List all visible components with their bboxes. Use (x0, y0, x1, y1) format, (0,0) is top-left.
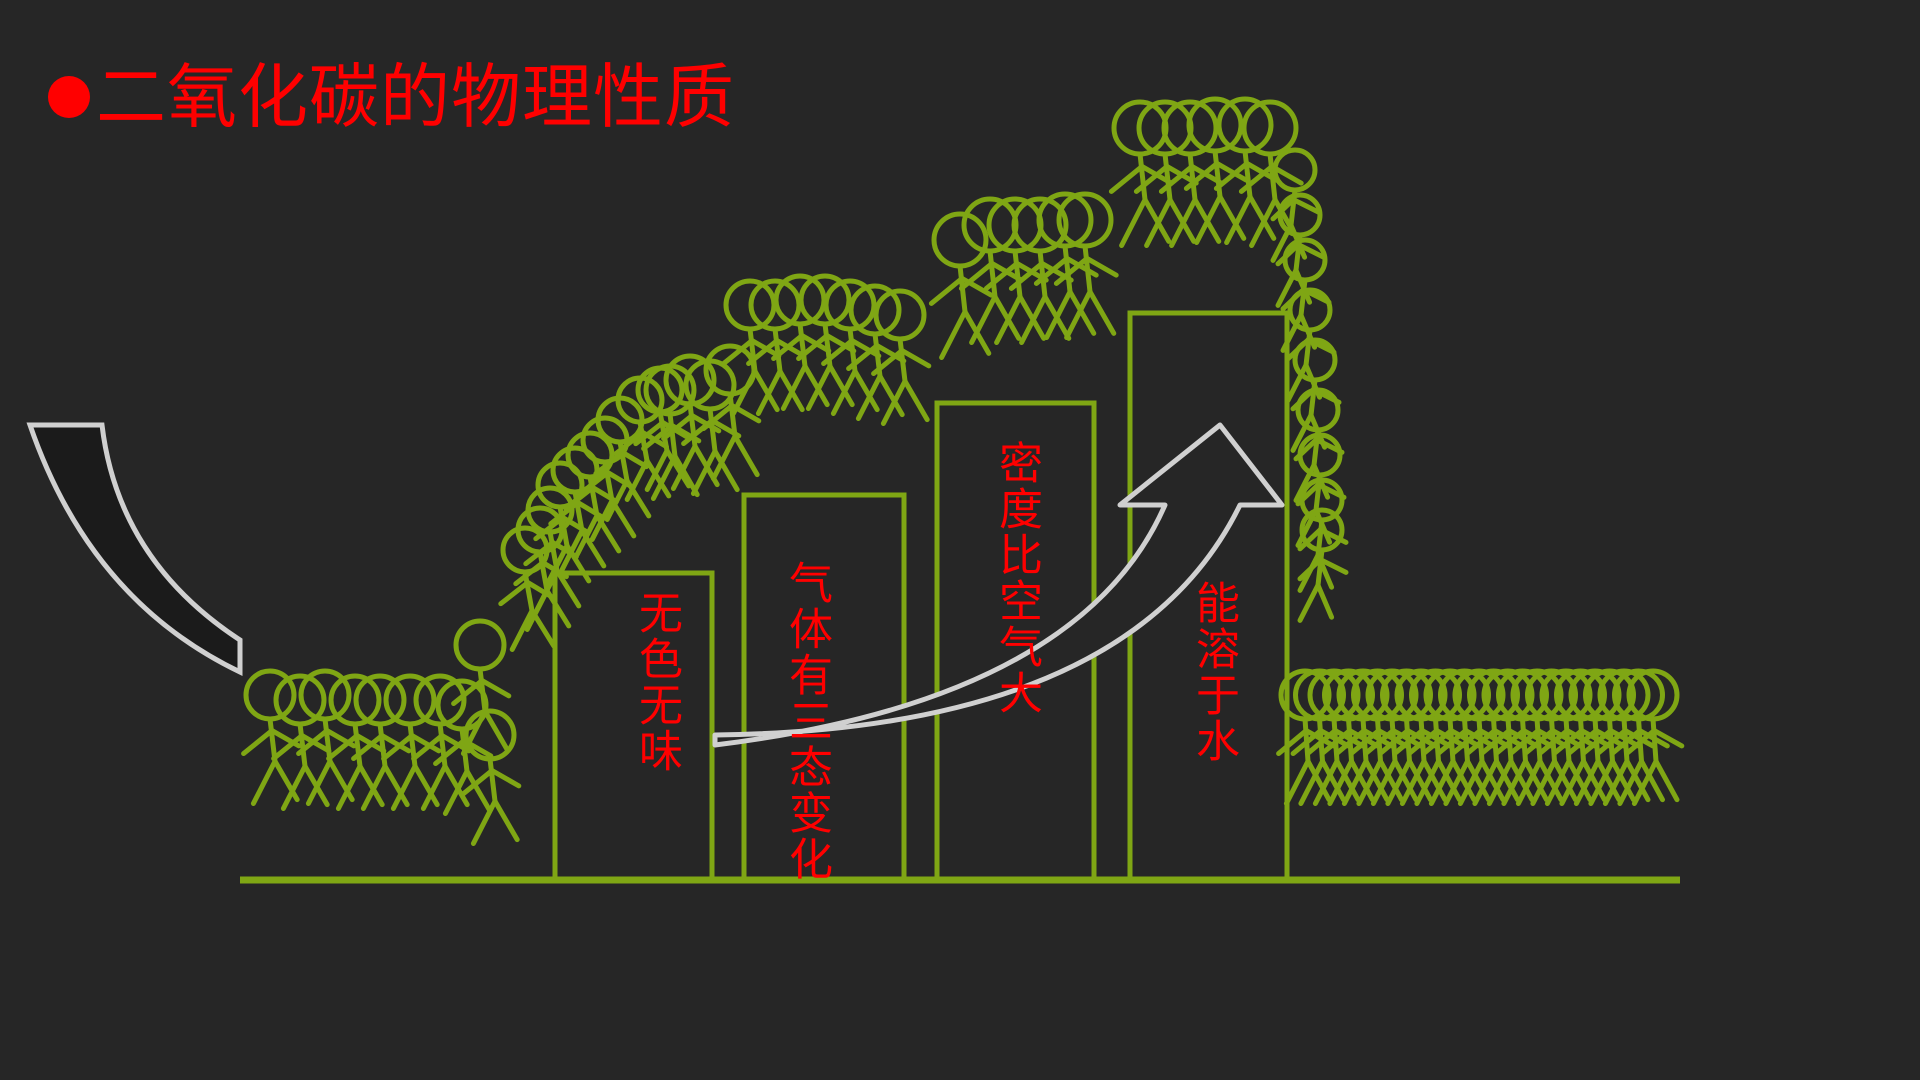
property-label-2: 气体有三态变化 (781, 560, 832, 882)
column-1 (552, 570, 715, 883)
stick-figure (771, 273, 832, 411)
stick-figure (326, 673, 387, 811)
stick-figure (1334, 668, 1395, 806)
column-2 (741, 492, 907, 883)
stick-figure (1377, 668, 1438, 806)
stick-figure (846, 283, 907, 421)
property-label-3: 密度比空气大 (991, 440, 1042, 716)
curved-arrow-icon (712, 422, 1285, 748)
stick-figure (1158, 99, 1224, 249)
stick-figure (1566, 668, 1627, 806)
stick-figure (958, 196, 1024, 346)
stick-figure (411, 673, 472, 811)
stick-figure (796, 273, 857, 411)
property-label-1: 无色无味 (631, 590, 682, 774)
stick-figure (1464, 668, 1525, 806)
stick-figure (1435, 668, 1496, 806)
stick-figure (1580, 668, 1641, 806)
stick-figure (1008, 196, 1074, 346)
stick-figure (461, 708, 522, 846)
stick-figure (1033, 191, 1099, 341)
stick-figure (351, 673, 412, 811)
stick-figure (613, 375, 672, 502)
stick-figure (241, 668, 302, 806)
title-block: 二氧化碳的物理性质 (48, 62, 735, 132)
stick-figure (1183, 96, 1249, 246)
stick-figure (1624, 668, 1685, 806)
red-circle-bullet-icon (48, 76, 90, 118)
stick-figure (271, 673, 332, 811)
stick-figure (1297, 507, 1349, 623)
slide-title: 二氧化碳的物理性质 (96, 56, 735, 138)
stick-figure (928, 211, 994, 361)
left-curve-decoration (26, 422, 243, 676)
stick-figure (1290, 668, 1351, 806)
stick-figure-crowd-icon (241, 96, 1685, 846)
stick-figure (1053, 191, 1119, 341)
stick-figure (1213, 96, 1279, 246)
stick-figure (1609, 668, 1670, 806)
stick-figure (871, 288, 932, 426)
property-label-4: 能溶于水 (1188, 580, 1239, 764)
stick-figure (1421, 668, 1482, 806)
